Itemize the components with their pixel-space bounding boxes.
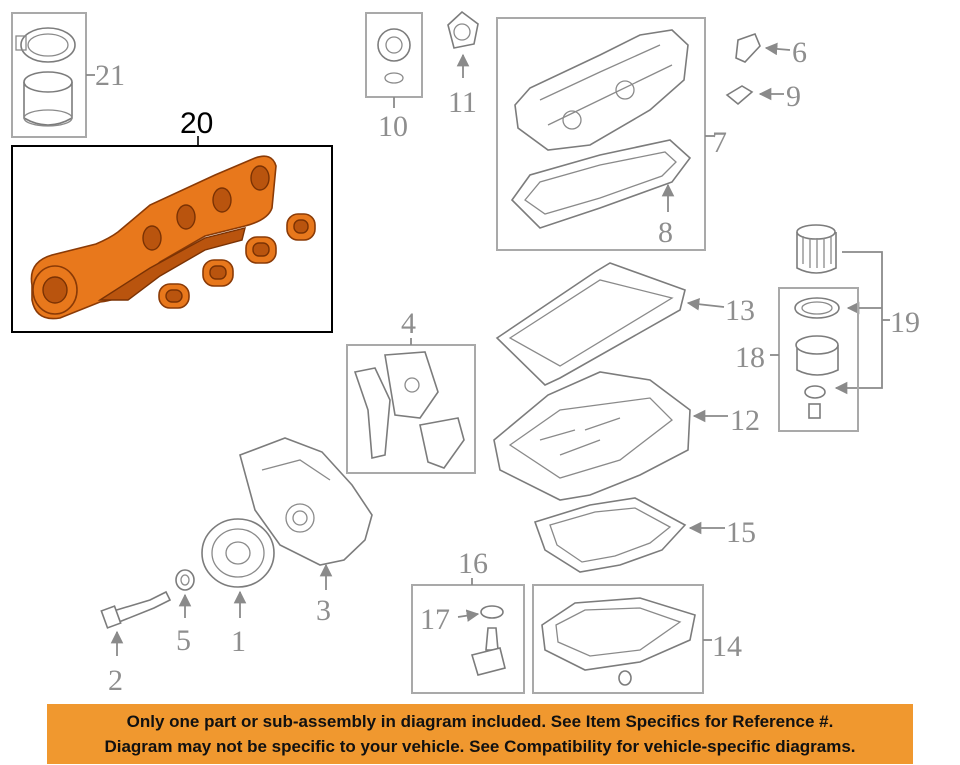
part-8-valve-cover-gasket[interactable]: 8 — [510, 139, 692, 249]
part-17-o-ring[interactable]: 17 — [420, 603, 506, 676]
callout-20: 20 — [180, 107, 213, 140]
part-10-seal-kit[interactable]: 10 — [365, 12, 423, 143]
callout-10: 10 — [378, 110, 408, 143]
part-21-clamp-rings[interactable]: 21 — [11, 12, 125, 138]
part-20-intake-manifold[interactable]: 20 — [11, 107, 333, 333]
callout-14: 14 — [712, 630, 742, 663]
callout-19: 19 — [890, 306, 920, 339]
callout-1: 1 — [231, 625, 246, 658]
part-13-pan-gasket[interactable]: 13 — [495, 262, 755, 386]
callout-3: 3 — [316, 594, 331, 627]
callout-11: 11 — [448, 86, 477, 119]
callout-7: 7 — [712, 126, 727, 159]
callout-13: 13 — [725, 294, 755, 327]
part-16-oil-level-sensor-kit[interactable]: 16 — [411, 547, 525, 694]
part-14-lower-oil-pan[interactable]: 14 — [532, 584, 742, 694]
callout-12: 12 — [730, 404, 760, 437]
callout-21: 21 — [95, 59, 125, 92]
callout-16: 16 — [458, 547, 488, 580]
part-3-timing-cover[interactable]: 3 — [239, 437, 373, 627]
part-6-sensor[interactable]: 6 — [735, 32, 807, 69]
callout-4: 4 — [401, 307, 416, 340]
callout-2: 2 — [108, 664, 123, 697]
part-9-gasket[interactable]: 9 — [725, 80, 801, 113]
callout-9: 9 — [786, 80, 801, 113]
disclaimer-banner: Only one part or sub-assembly in diagram… — [47, 704, 913, 764]
disclaimer-line-2: Diagram may not be specific to your vehi… — [104, 737, 856, 756]
part-18-oil-filter-housing[interactable]: 18 — [735, 287, 859, 432]
part-1-crank-pulley[interactable]: 1 — [201, 518, 275, 658]
callout-6: 6 — [792, 36, 807, 69]
part-4-timing-guide[interactable]: 4 — [346, 307, 476, 474]
callout-8: 8 — [658, 216, 673, 249]
part-15-lower-pan-gasket[interactable]: 15 — [533, 497, 756, 573]
callout-18: 18 — [735, 341, 765, 374]
part-12-oil-pan[interactable]: 12 — [493, 371, 760, 501]
callout-15: 15 — [726, 516, 756, 549]
callout-17: 17 — [420, 603, 450, 636]
callout-5: 5 — [176, 624, 191, 657]
part-11-cap[interactable]: 11 — [447, 10, 479, 119]
disclaimer-line-1: Only one part or sub-assembly in diagram… — [126, 712, 834, 731]
part-5-washer[interactable]: 5 — [175, 569, 195, 657]
part-7-valve-cover[interactable]: 7 — [496, 17, 727, 251]
part-2-bolt[interactable]: 2 — [100, 590, 172, 697]
